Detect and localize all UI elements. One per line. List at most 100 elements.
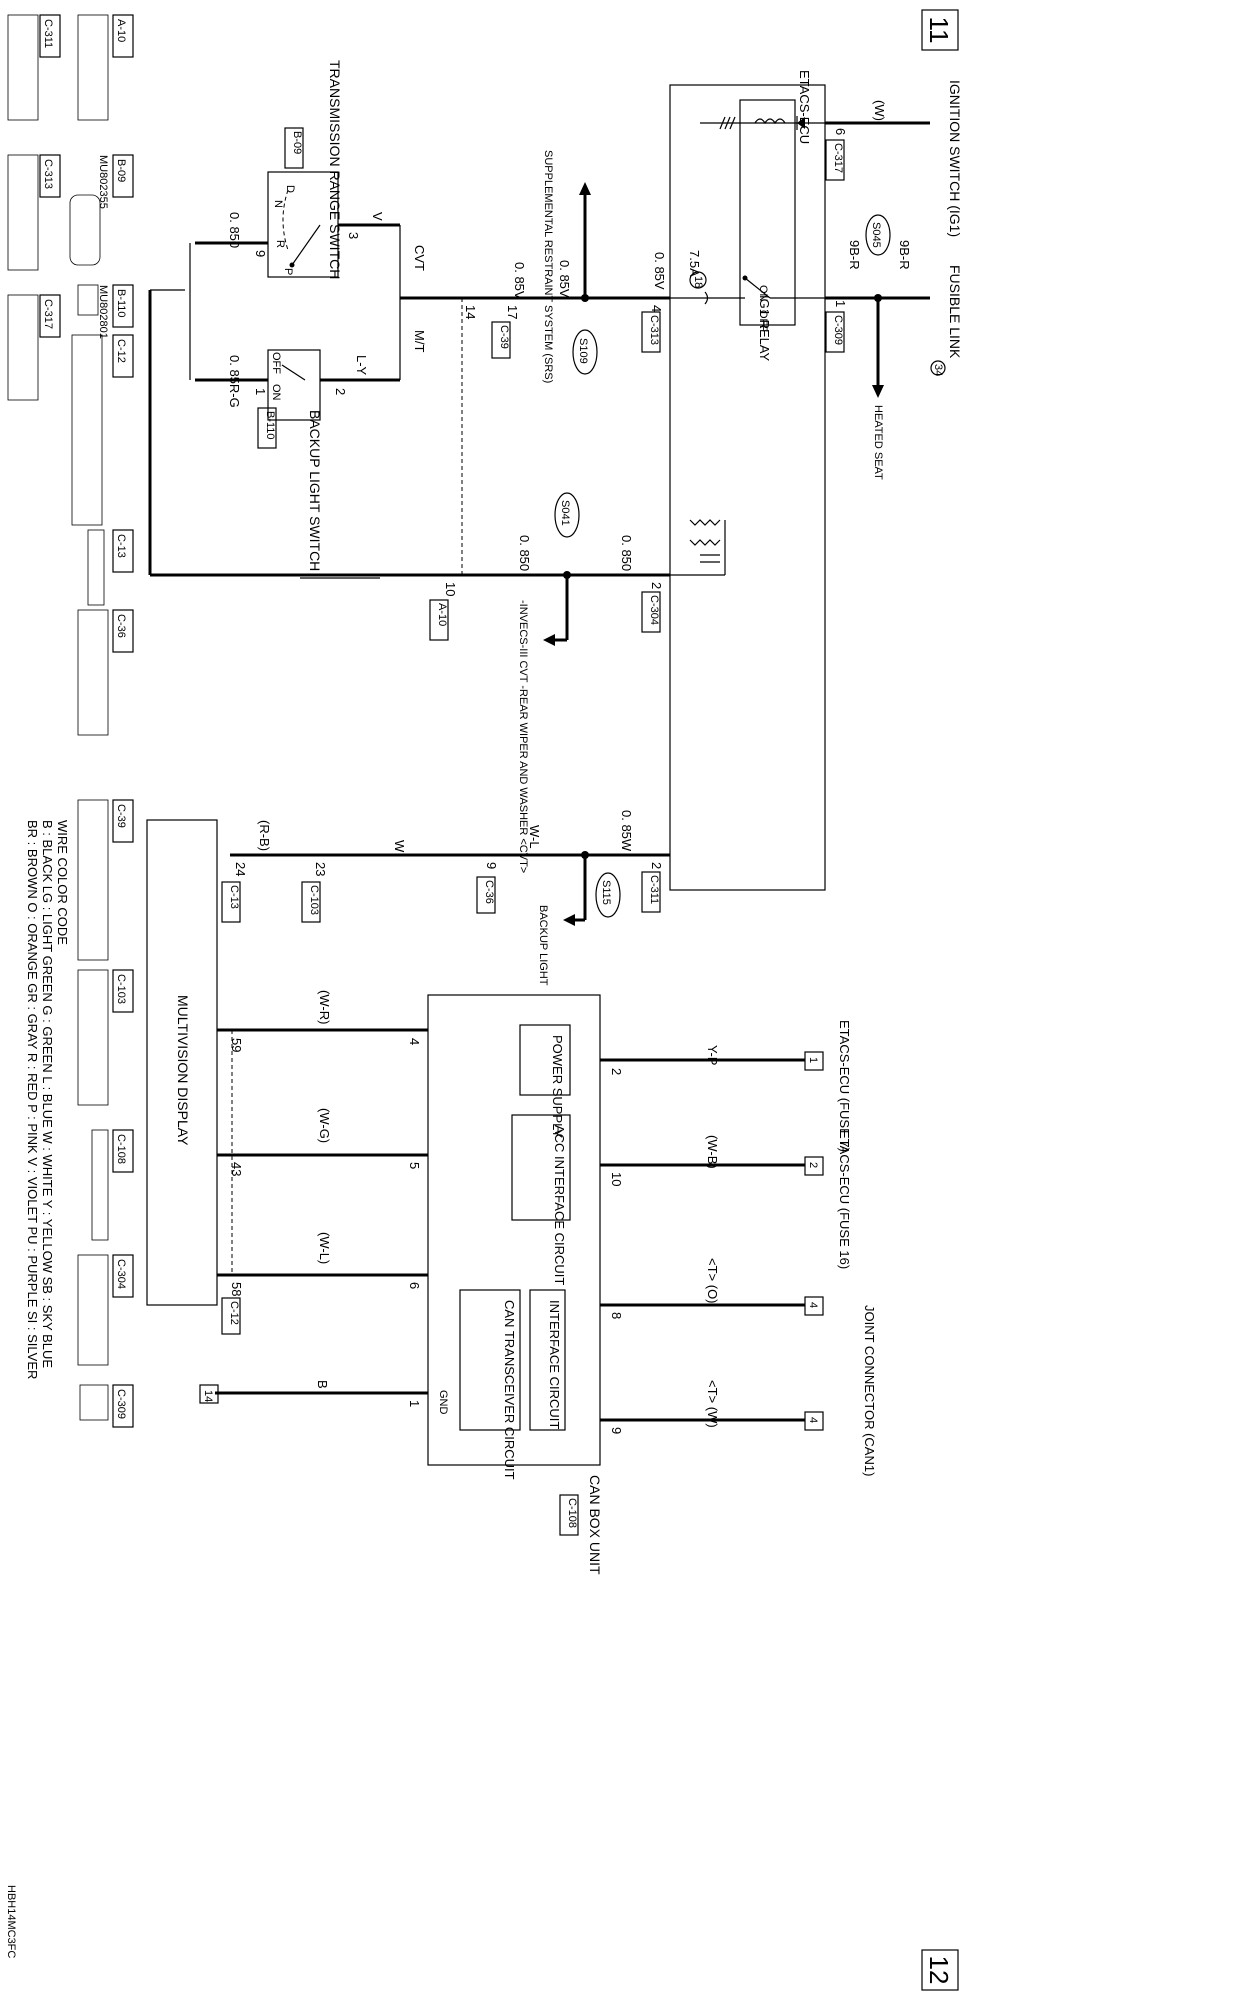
- svg-text:C-39: C-39: [498, 325, 510, 349]
- svg-text:B-09: B-09: [115, 159, 127, 182]
- ignition-pin: 6: [833, 128, 848, 135]
- can-box-label: CAN BOX UNIT: [587, 1475, 603, 1575]
- svg-text:C-103: C-103: [115, 974, 127, 1004]
- ig1-relay-box: [739, 99, 796, 326]
- svg-text:12: 12: [924, 1956, 954, 1985]
- svg-text:B : BLACK LG : LIGHT GREEN: B : BLACK LG : LIGHT GREEN G : GREEN L :…: [40, 820, 55, 1368]
- svg-text:(W-B): (W-B): [705, 1135, 720, 1169]
- connector-c36: C-36: [77, 609, 134, 736]
- mt-label: M/T: [412, 330, 427, 352]
- svg-text:0. 850: 0. 850: [227, 212, 242, 248]
- svg-text:0. 85V: 0. 85V: [557, 260, 572, 298]
- connector-c317: C-317: [7, 294, 61, 401]
- svg-text:(R-B): (R-B): [257, 820, 272, 851]
- fusible-link-label: FUSIBLE LINK: [947, 265, 963, 359]
- svg-text:C-12: C-12: [115, 339, 127, 363]
- svg-text:59: 59: [229, 1038, 244, 1052]
- canbox-pin-10-wire: (W-B) 10 2 ETACS-ECU (FUSE 16): [600, 1130, 852, 1269]
- fuse-18: [704, 291, 709, 305]
- svg-text:0. 85V: 0. 85V: [512, 262, 527, 300]
- etacs-fuse16-label: ETACS-ECU (FUSE 16): [837, 1130, 852, 1269]
- svg-text:18: 18: [692, 276, 704, 288]
- resistor-icon: [689, 519, 721, 526]
- fusible-wire2: 9B-R: [847, 240, 862, 270]
- connector-c13: C-13: [87, 529, 134, 606]
- conn-c309-tag: [825, 311, 845, 353]
- svg-text:58: 58: [229, 1282, 244, 1296]
- svg-text:1: 1: [407, 1400, 422, 1407]
- s115-dest-label: BACKUP LIGHT: [537, 905, 549, 986]
- svg-text:ON: ON: [757, 285, 769, 302]
- conn-c311-tag: [641, 871, 661, 913]
- svg-text:34: 34: [932, 364, 944, 376]
- svg-text:B-110: B-110: [115, 289, 127, 318]
- conn-c13-tag: [221, 881, 241, 923]
- splice-s115: [595, 872, 621, 918]
- svg-text:GND: GND: [437, 1390, 449, 1415]
- svg-text:(W-G): (W-G): [317, 1108, 332, 1143]
- canbox-pin-9-wire: <T> (W) 9 4: [600, 1380, 824, 1434]
- svg-text:14: 14: [202, 1390, 214, 1402]
- conn-c39-tag: [491, 321, 511, 359]
- svg-text:ACC INTERFACE CIRCUIT: ACC INTERFACE CIRCUIT: [552, 1125, 567, 1285]
- svg-text:D: D: [284, 185, 296, 193]
- svg-text:S115: S115: [600, 880, 612, 905]
- svg-text:A-10: A-10: [436, 603, 448, 626]
- svg-text:(W-L): (W-L): [317, 1232, 332, 1264]
- splice-s109: [572, 329, 598, 375]
- svg-text:9: 9: [609, 1427, 624, 1434]
- pin-14: 14: [463, 305, 478, 319]
- svg-text:2: 2: [649, 582, 664, 589]
- mv-pin-59-wire: (W-R) 4 59: [217, 990, 428, 1052]
- svg-text:23: 23: [313, 862, 328, 876]
- svg-text:C-108: C-108: [115, 1134, 127, 1164]
- svg-text:17: 17: [505, 305, 520, 319]
- conn-b09-tag: [284, 127, 304, 169]
- figure-code: HBH14MC3FC: [5, 1885, 17, 1958]
- connector-b09: B-09 MU802355: [69, 154, 134, 266]
- svg-text:11: 11: [924, 17, 954, 44]
- svg-text:C-304: C-304: [648, 595, 660, 625]
- svg-text:10: 10: [443, 582, 458, 596]
- svg-text:1: 1: [833, 300, 848, 307]
- s041-dest-label: -INVECS-III CVT -REAR WIPER AND WASHER <…: [517, 600, 529, 873]
- connector-c309: C-309: [79, 1384, 134, 1428]
- etacs-ecu-label: ETACS-ECU: [797, 70, 812, 144]
- gnd-wire: B 1 14: [199, 1380, 428, 1407]
- svg-text:N: N: [272, 200, 284, 208]
- splice-s045: [865, 214, 891, 256]
- svg-text:A-10: A-10: [115, 19, 127, 42]
- can-transceiver-box: [459, 1289, 521, 1431]
- svg-text:5: 5: [407, 1162, 422, 1169]
- svg-text:4: 4: [649, 305, 664, 312]
- svg-text:S045: S045: [870, 222, 882, 248]
- connector-c39: C-39: [77, 799, 134, 961]
- c313-wire: 0. 85V: [652, 252, 667, 290]
- canbox-pin-2-wire: Y-P 2 1 ETACS-ECU (FUSE 7): [600, 1020, 852, 1152]
- backup-light-switch-box: [267, 349, 321, 421]
- svg-text:C-317: C-317: [42, 299, 54, 329]
- transmission-switch-label: TRANSMISSION RANGE SWITCH: [327, 60, 343, 279]
- svg-text:0. 850: 0. 850: [619, 535, 634, 571]
- svg-text:43: 43: [229, 1162, 244, 1176]
- arrow-icon: [872, 385, 884, 398]
- conn-a10-tag: [429, 599, 449, 641]
- ig1-relay-label: IG1 RELAY: [757, 295, 772, 362]
- svg-text:2: 2: [649, 862, 664, 869]
- svg-text:INTERFACE CIRCUIT: INTERFACE CIRCUIT: [547, 1300, 562, 1429]
- svg-text:6: 6: [407, 1282, 422, 1289]
- conn-c103-tag: [301, 881, 321, 923]
- svg-text:L-Y: L-Y: [354, 355, 369, 376]
- svg-text:8: 8: [609, 1312, 624, 1319]
- svg-text:C-311: C-311: [42, 19, 54, 48]
- svg-text:R: R: [274, 240, 286, 248]
- connector-c108: C-108: [91, 1129, 134, 1241]
- connector-c313: C-313: [7, 154, 61, 271]
- svg-text:4: 4: [807, 1302, 819, 1308]
- svg-text:Y-P: Y-P: [705, 1045, 720, 1065]
- svg-text:2: 2: [609, 1068, 624, 1075]
- svg-text:C-103: C-103: [308, 885, 320, 915]
- svg-text:W: W: [392, 840, 407, 853]
- svg-text:P: P: [282, 268, 294, 275]
- svg-text:C-13: C-13: [228, 885, 240, 909]
